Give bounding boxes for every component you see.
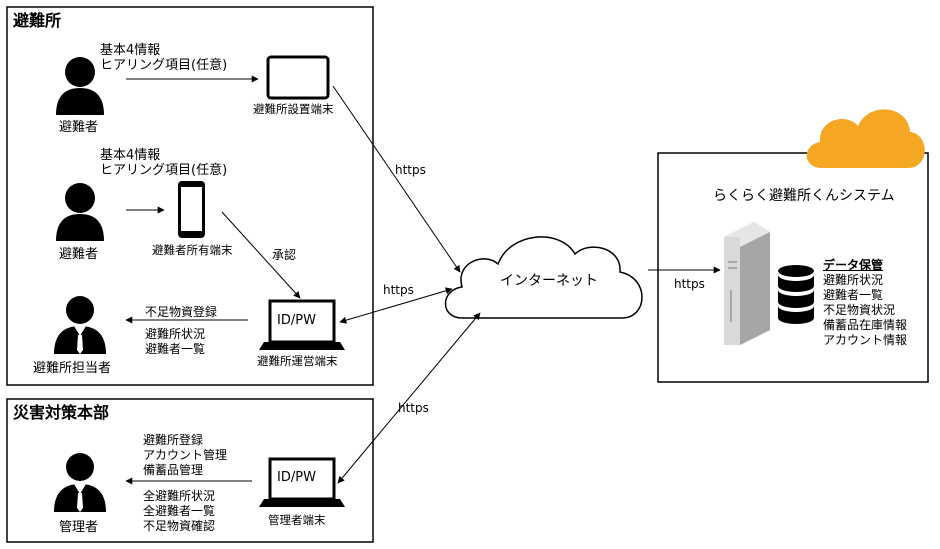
shelter-manager-in-labels: 避難所状況 避難者一覧: [145, 327, 205, 357]
https-label: https: [398, 401, 429, 415]
hq-in-labels: 全避難所状況 全避難者一覧 不足物資確認: [143, 489, 215, 534]
shelter-frame: [6, 6, 374, 386]
internet-label: インターネット: [500, 273, 598, 289]
data-item: 不足物資状況: [823, 303, 896, 317]
shelter-laptop-screen-text: ID/PW: [277, 313, 316, 328]
shelter-operation-terminal-label: 避難所運営端末: [257, 354, 338, 368]
hq-internet-https-arrow: [337, 312, 481, 484]
out-label: アカウント管理: [143, 448, 228, 462]
in-label: 不足物資確認: [143, 519, 216, 533]
system-frame: [657, 152, 929, 383]
system-name: らくらく避難所くんシステム: [713, 188, 895, 204]
https-label: https: [395, 163, 426, 177]
hq-manager-person-icon: [54, 453, 106, 512]
data-item: 避難所状況: [823, 273, 884, 287]
evacuee2-label: 避難者: [59, 247, 99, 262]
internet-cloud-icon: [444, 236, 643, 319]
approve-label: 承認: [272, 248, 297, 262]
terminal-to-internet-https-arrow: [332, 85, 461, 273]
in-label: 全避難者一覧: [143, 504, 216, 518]
phone-to-laptop-approve-arrow: [221, 211, 301, 299]
evacuee-owned-terminal-label: 避難者所有端末: [152, 243, 233, 257]
shelter-manager-label: 避難所担当者: [33, 361, 112, 376]
in-label: 全避難所状況: [143, 489, 216, 503]
shortage-register-label: 不足物資登録: [145, 305, 218, 319]
evacuee2-info-labels: 基本4情報 ヒアリング項目(任意): [100, 148, 227, 178]
system-data-list: データ保管 避難所状況 避難者一覧 不足物資状況 備蓄品在庫情報 アカウント情報: [823, 258, 907, 348]
shelter-manager-person-icon: [54, 296, 106, 354]
evacuee-2-person-icon: [56, 183, 104, 241]
in-label: 避難所状況: [145, 327, 206, 341]
data-item: アカウント情報: [823, 333, 908, 347]
info-label: ヒアリング項目(任意): [100, 58, 228, 73]
aws-cloud-icon: [806, 109, 925, 168]
hq-terminal-label: 管理者端末: [268, 513, 326, 527]
smartphone-icon: [178, 181, 205, 238]
hq-manager-label: 管理者: [59, 520, 99, 535]
data-item: 備蓄品在庫情報: [823, 318, 908, 332]
data-item: 避難者一覧: [823, 288, 884, 302]
shelter-installed-terminal-label: 避難所設置端末: [253, 102, 334, 116]
info-label: 基本4情報: [100, 43, 161, 58]
hq-out-labels: 避難所登録 アカウント管理 備蓄品管理: [143, 433, 227, 478]
https-label: https: [383, 283, 414, 297]
info-label: 基本4情報: [100, 148, 161, 163]
hq-laptop-screen-text: ID/PW: [277, 470, 316, 485]
hq-section-title: 災害対策本部: [13, 403, 110, 422]
data-storage-header: データ保管: [823, 258, 884, 272]
evacuee1-label: 避難者: [59, 120, 99, 135]
out-label: 備蓄品管理: [143, 463, 204, 477]
hq-laptop-icon: [259, 457, 345, 507]
database-icon: [778, 265, 814, 324]
shelter-operation-laptop-icon: [259, 299, 345, 350]
shelter-installed-terminal-icon: [266, 55, 330, 100]
shelter-section-title: 避難所: [13, 11, 62, 30]
evacuee-1-person-icon: [56, 57, 104, 115]
evacuee1-info-labels: 基本4情報 ヒアリング項目(任意): [100, 43, 227, 73]
info-label: ヒアリング項目(任意): [100, 163, 228, 178]
out-label: 避難所登録: [143, 433, 204, 447]
in-label: 避難者一覧: [145, 342, 206, 356]
server-icon: [724, 222, 770, 345]
https-label: https: [674, 277, 705, 291]
